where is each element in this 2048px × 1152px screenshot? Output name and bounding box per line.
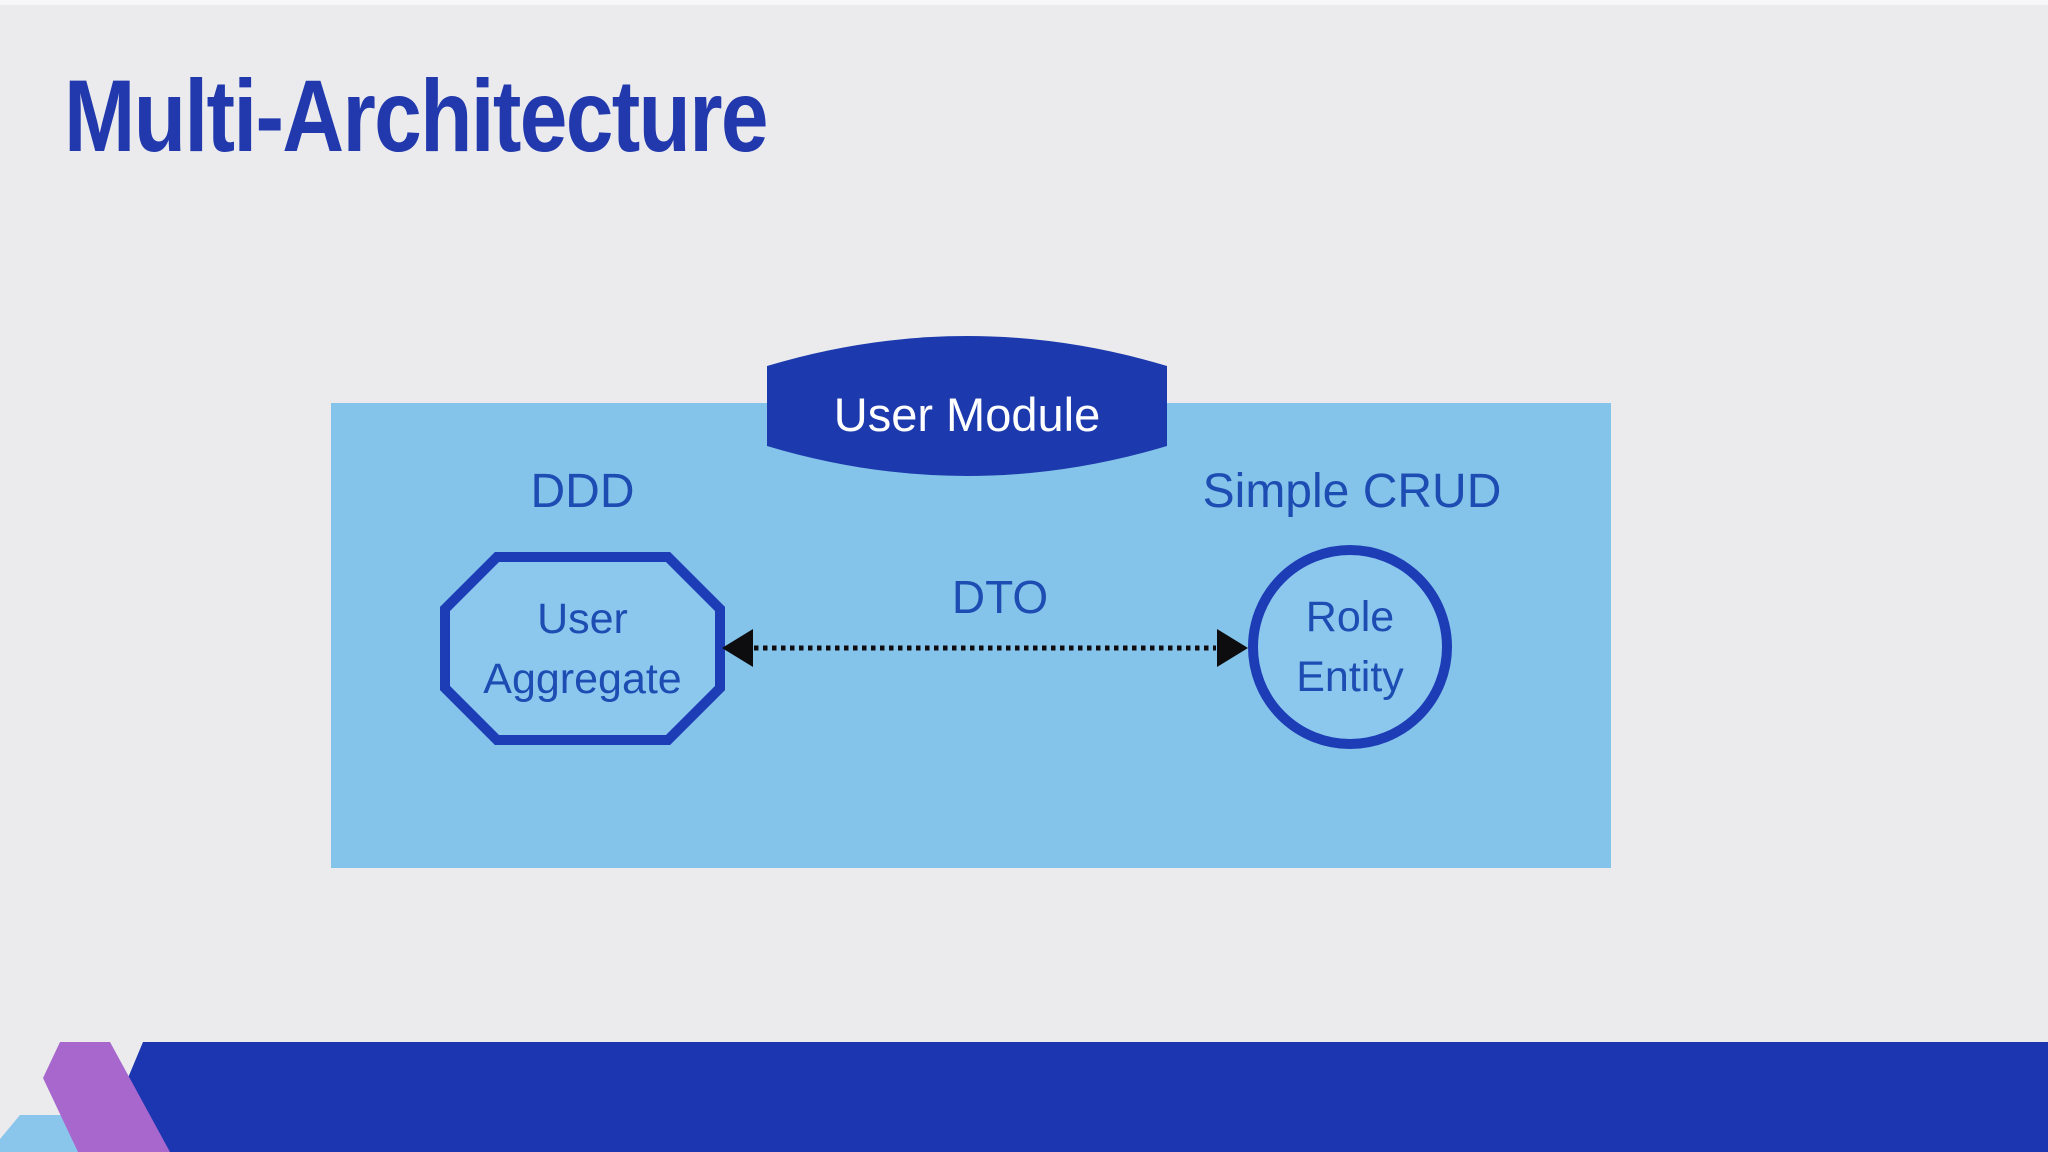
user-aggregate-line1: User: [537, 594, 628, 643]
role-entity-line1: Role: [1305, 593, 1395, 641]
footer-bar-shape: [97, 1042, 2048, 1152]
dto-connection-label: DTO: [951, 571, 1049, 623]
logo-lightblue-icon: [0, 1115, 82, 1152]
footer-bar: [0, 1042, 2048, 1152]
role-entity-circle: [1248, 545, 1452, 749]
badge-label: User Module: [833, 387, 1101, 441]
slide-title: Multi-Architecture: [64, 59, 769, 173]
ddd-section-label: DDD: [530, 465, 635, 518]
top-edge-strip: [0, 0, 2048, 5]
arrowhead-left-icon: [722, 629, 753, 667]
user-module-badge: User Module: [766, 336, 1168, 476]
user-aggregate-label: User Aggregate: [445, 557, 720, 740]
role-entity-label: Role Entity: [1248, 545, 1452, 749]
arrowhead-right-icon: [1217, 629, 1248, 667]
role-entity-line2: Entity: [1296, 653, 1404, 701]
badge-shape: [767, 336, 1167, 476]
user-aggregate-octagon: [440, 552, 725, 745]
logo-purple-icon: [43, 1042, 170, 1152]
simple-crud-section-label: Simple CRUD: [1202, 465, 1502, 518]
user-aggregate-line2: Aggregate: [483, 654, 682, 703]
